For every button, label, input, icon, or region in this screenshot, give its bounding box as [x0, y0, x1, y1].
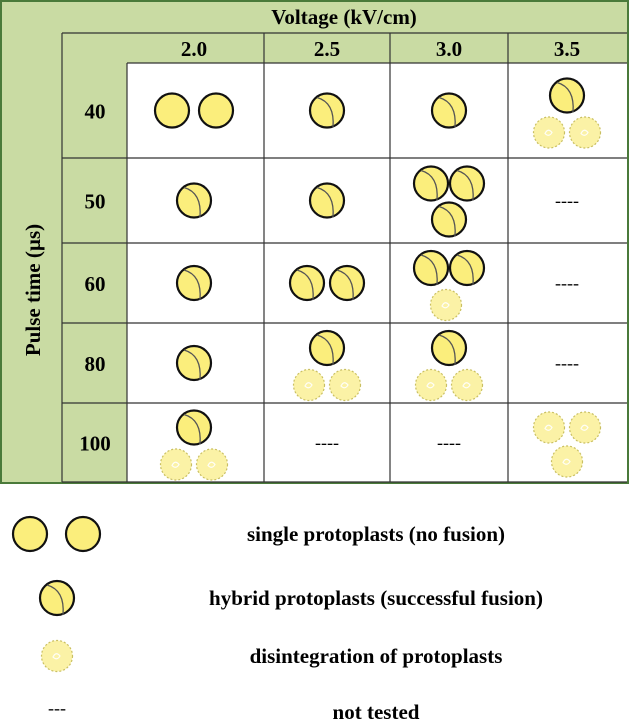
pulse-time-row-labels: 40 50 60 80 100 — [79, 100, 111, 456]
disintegrated-protoplast-icon — [568, 411, 602, 444]
not-tested-marker: ---- — [555, 273, 579, 293]
hybrid-protoplast-icon — [175, 409, 213, 446]
not-tested-symbol: --- — [48, 698, 66, 718]
disintegrated-protoplast-icon — [568, 116, 602, 149]
legend-item: single protoplasts (no fusion) — [11, 515, 505, 553]
hybrid-protoplast-icon — [412, 249, 450, 287]
result-cell: ---- — [555, 191, 579, 211]
table-grid — [61, 32, 627, 483]
not-tested-marker: ---- — [315, 433, 339, 453]
hybrid-protoplast-icon — [548, 77, 586, 114]
pulse-time-header: Pulse time (µs) — [21, 224, 45, 356]
hybrid-protoplast-icon — [175, 344, 213, 382]
single-protoplast-icon — [64, 515, 102, 553]
legend-label: hybrid protoplasts (successful fusion) — [209, 586, 543, 610]
voltage-header: Voltage (kV/cm) — [271, 5, 417, 29]
disintegrated-protoplast-icon — [40, 639, 74, 673]
hybrid-protoplast-icon — [288, 264, 326, 302]
disintegrated-protoplast-icon — [292, 368, 326, 402]
hybrid-protoplast-icon — [430, 201, 468, 238]
single-protoplast-icon — [11, 515, 49, 553]
result-cell: ---- — [555, 353, 579, 373]
data-table: Voltage (kV/cm) Pulse time (µs) 2.0 2.5 3.… — [0, 0, 629, 484]
row-label: 40 — [85, 100, 106, 124]
column-label: 2.0 — [181, 37, 207, 61]
not-tested-marker: ---- — [555, 191, 579, 211]
not-tested-marker: ---- — [437, 433, 461, 453]
row-label: 80 — [85, 352, 106, 376]
hybrid-protoplast-icon — [430, 92, 468, 129]
disintegrated-protoplast-icon — [195, 448, 229, 481]
result-cell — [175, 264, 213, 302]
disintegrated-protoplast-icon — [429, 288, 463, 322]
result-cell — [430, 92, 468, 129]
result-cell: ---- — [555, 273, 579, 293]
disintegrated-protoplast-icon — [532, 116, 566, 149]
result-cell — [175, 182, 213, 219]
row-label: 50 — [85, 190, 106, 214]
result-cell — [175, 344, 213, 382]
result-cell: ---- — [437, 433, 461, 453]
column-label: 3.5 — [554, 37, 580, 61]
result-cell — [308, 92, 346, 129]
hybrid-protoplast-icon — [448, 249, 486, 287]
hybrid-protoplast-icon — [412, 165, 450, 202]
disintegrated-protoplast-icon — [532, 411, 566, 444]
column-label: 2.5 — [314, 37, 340, 61]
hybrid-protoplast-icon — [308, 182, 346, 219]
hybrid-protoplast-icon — [328, 264, 366, 302]
legend-item: disintegration of protoplasts — [40, 639, 503, 673]
hybrid-protoplast-icon — [448, 165, 486, 202]
hybrid-protoplast-icon — [175, 264, 213, 302]
row-label: 100 — [79, 432, 111, 456]
legend-label: disintegration of protoplasts — [250, 644, 503, 668]
hybrid-protoplast-icon — [308, 329, 346, 367]
disintegrated-protoplast-icon — [328, 368, 362, 402]
not-tested-marker: ---- — [555, 353, 579, 373]
result-cell: ---- — [315, 433, 339, 453]
disintegrated-protoplast-icon — [414, 368, 448, 402]
disintegrated-protoplast-icon — [159, 448, 193, 481]
result-cells: ---- ---- ---- ---- ---- — [153, 77, 602, 481]
single-protoplast-icon — [197, 92, 235, 129]
column-label: 3.0 — [436, 37, 462, 61]
legend-item: hybrid protoplasts (successful fusion) — [38, 579, 543, 617]
legend: single protoplasts (no fusion) hybrid pro… — [11, 515, 543, 722]
hybrid-protoplast-icon — [430, 329, 468, 367]
result-cell — [308, 182, 346, 219]
legend-label: not tested — [333, 700, 420, 722]
hybrid-protoplast-icon — [175, 182, 213, 219]
hybrid-protoplast-icon — [308, 92, 346, 129]
legend-label: single protoplasts (no fusion) — [247, 522, 505, 546]
row-label: 60 — [85, 272, 106, 296]
disintegrated-protoplast-icon — [450, 368, 484, 402]
voltage-column-labels: 2.0 2.5 3.0 3.5 — [181, 37, 580, 61]
hybrid-protoplast-icon — [38, 579, 76, 617]
disintegrated-protoplast-icon — [550, 445, 584, 478]
legend-item: --- not tested — [48, 698, 420, 722]
single-protoplast-icon — [153, 92, 191, 129]
